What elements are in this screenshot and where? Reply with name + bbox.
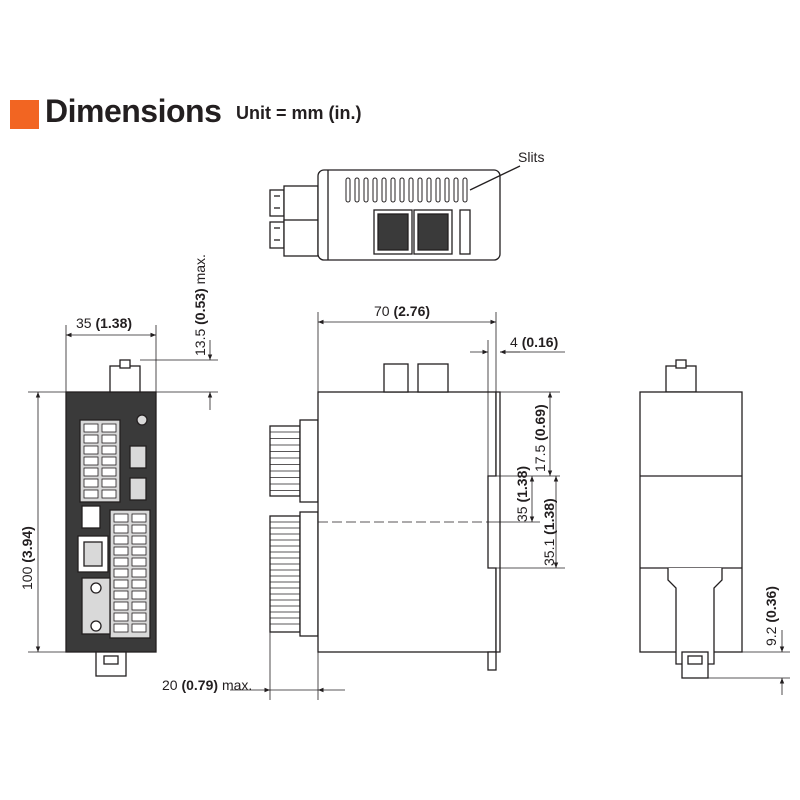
top-view xyxy=(269,165,521,261)
dim-9-2-height: 9.2 (0.36) xyxy=(763,586,779,646)
dim-35-height: 35 (1.38) xyxy=(514,466,530,522)
end-view xyxy=(639,359,743,679)
top-view-slits xyxy=(345,177,468,203)
dim-35-width: 35 (1.38) xyxy=(76,315,132,331)
dim-70-width: 70 (2.76) xyxy=(374,303,430,319)
dim-35-1-height: 35.1 (1.38) xyxy=(541,498,557,566)
front-view xyxy=(65,359,157,677)
dim-20-width: 20 (0.79) max. xyxy=(162,677,252,693)
page-title: Dimensions xyxy=(45,93,222,129)
unit-note: Unit = mm (in.) xyxy=(236,103,362,123)
top-view-terminals xyxy=(373,209,471,255)
dim-100-height: 100 (3.94) xyxy=(19,526,35,590)
title-accent-square xyxy=(10,100,39,129)
side-view xyxy=(269,363,501,671)
dim-4-width: 4 (0.16) xyxy=(510,334,558,350)
slits-label: Slits xyxy=(518,149,544,165)
top-view-connectors-left xyxy=(269,185,319,257)
dim-17-5-height: 17.5 (0.69) xyxy=(532,404,548,472)
dimension-lines xyxy=(28,312,790,700)
dim-13-5-height: 13.5 (0.53) max. xyxy=(192,254,208,356)
